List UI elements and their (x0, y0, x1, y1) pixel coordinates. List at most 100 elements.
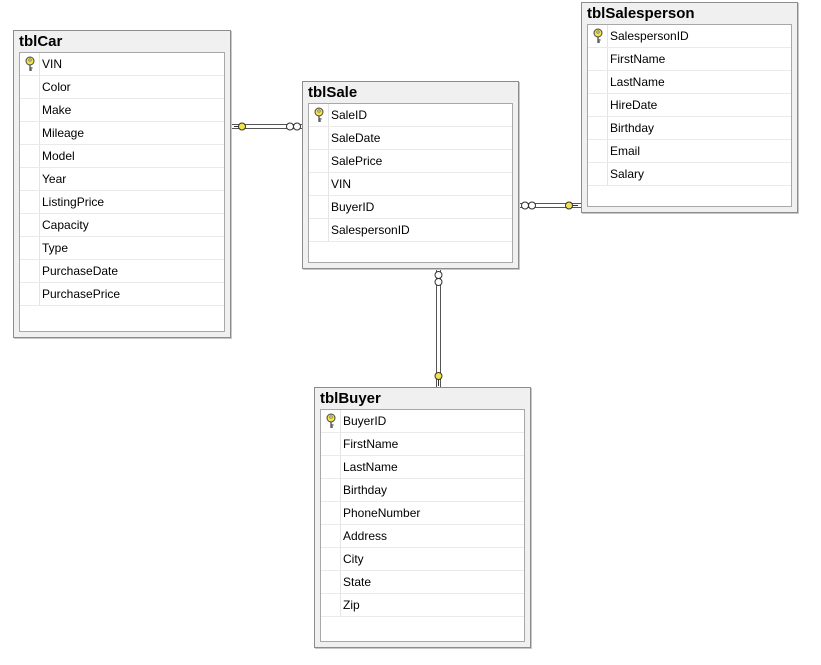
column-row[interactable]: State (321, 571, 524, 594)
row-selector (321, 479, 341, 501)
column-name: Capacity (42, 218, 89, 232)
column-row[interactable]: SaleID (309, 104, 512, 127)
column-row[interactable]: SalePrice (309, 150, 512, 173)
column-row[interactable]: SalespersonID (309, 219, 512, 242)
row-selector (321, 456, 341, 478)
key-end-icon (434, 372, 443, 386)
column-row[interactable]: Zip (321, 594, 524, 617)
table-title: tblSale (308, 84, 358, 101)
column-name: FirstName (610, 52, 666, 66)
row-selector (309, 196, 329, 218)
row-selector (20, 168, 40, 190)
key-end-icon (565, 201, 578, 210)
row-selector (20, 76, 40, 98)
column-name: Year (42, 172, 67, 186)
row-selector (588, 71, 608, 93)
column-row[interactable]: Make (20, 99, 224, 122)
column-row[interactable]: LastName (588, 71, 791, 94)
column-name: Email (610, 144, 641, 158)
column-row[interactable]: Model (20, 145, 224, 168)
row-selector (321, 548, 341, 570)
row-selector (309, 173, 329, 195)
column-name: LastName (343, 460, 398, 474)
column-row[interactable]: VIN (309, 173, 512, 196)
column-name: Salary (610, 167, 645, 181)
row-selector (588, 94, 608, 116)
table-title: tblCar (19, 33, 63, 50)
column-row[interactable]: Year (20, 168, 224, 191)
column-row[interactable]: Email (588, 140, 791, 163)
column-name: LastName (610, 75, 665, 89)
row-selector (321, 433, 341, 455)
infinity-end-icon (286, 122, 301, 131)
column-name: City (343, 552, 364, 566)
row-selector (321, 594, 341, 616)
row-selector (321, 410, 341, 432)
column-name: Mileage (42, 126, 85, 140)
column-row[interactable]: LastName (321, 456, 524, 479)
row-selector (20, 214, 40, 236)
column-row[interactable]: PhoneNumber (321, 502, 524, 525)
column-name: BuyerID (343, 414, 387, 428)
infinity-end-icon (521, 201, 536, 210)
row-selector (20, 237, 40, 259)
column-row[interactable]: Salary (588, 163, 791, 186)
column-row[interactable]: PurchaseDate (20, 260, 224, 283)
column-name: HireDate (610, 98, 658, 112)
column-row[interactable]: HireDate (588, 94, 791, 117)
column-row[interactable]: FirstName (321, 433, 524, 456)
column-name: VIN (42, 57, 63, 71)
relationship-car-sale (232, 122, 302, 131)
row-selector (588, 117, 608, 139)
column-name: ListingPrice (42, 195, 105, 209)
column-row[interactable]: Address (321, 525, 524, 548)
column-row[interactable]: BuyerID (309, 196, 512, 219)
table-title: tblBuyer (320, 390, 381, 407)
column-row[interactable]: ListingPrice (20, 191, 224, 214)
column-name: Color (42, 80, 71, 94)
primary-key-icon (25, 56, 35, 71)
column-row[interactable]: Mileage (20, 122, 224, 145)
row-selector (20, 53, 40, 75)
row-selector (321, 571, 341, 593)
column-name: Zip (343, 598, 360, 612)
column-row[interactable]: Birthday (588, 117, 791, 140)
column-name: Birthday (343, 483, 388, 497)
row-selector (588, 140, 608, 162)
column-row[interactable]: BuyerID (321, 410, 524, 433)
column-row[interactable]: Capacity (20, 214, 224, 237)
column-name: PurchasePrice (42, 287, 121, 301)
row-selector (20, 191, 40, 213)
column-name: PurchaseDate (42, 264, 119, 278)
column-row[interactable]: Birthday (321, 479, 524, 502)
row-selector (321, 525, 341, 547)
row-selector (588, 48, 608, 70)
column-row[interactable]: PurchasePrice (20, 283, 224, 306)
column-name: Type (42, 241, 69, 255)
column-row[interactable]: Color (20, 76, 224, 99)
column-name: VIN (331, 177, 352, 191)
column-name: FirstName (343, 437, 399, 451)
column-name: State (343, 575, 372, 589)
column-row[interactable]: City (321, 548, 524, 571)
column-row[interactable]: FirstName (588, 48, 791, 71)
column-row[interactable]: VIN (20, 53, 224, 76)
column-row[interactable]: SaleDate (309, 127, 512, 150)
row-selector (20, 260, 40, 282)
primary-key-icon (314, 107, 324, 122)
column-name: SaleDate (331, 131, 381, 145)
column-row[interactable]: SalespersonID (588, 25, 791, 48)
row-selector (309, 127, 329, 149)
column-row[interactable]: Type (20, 237, 224, 260)
column-name: Address (343, 529, 388, 543)
row-selector (588, 163, 608, 185)
